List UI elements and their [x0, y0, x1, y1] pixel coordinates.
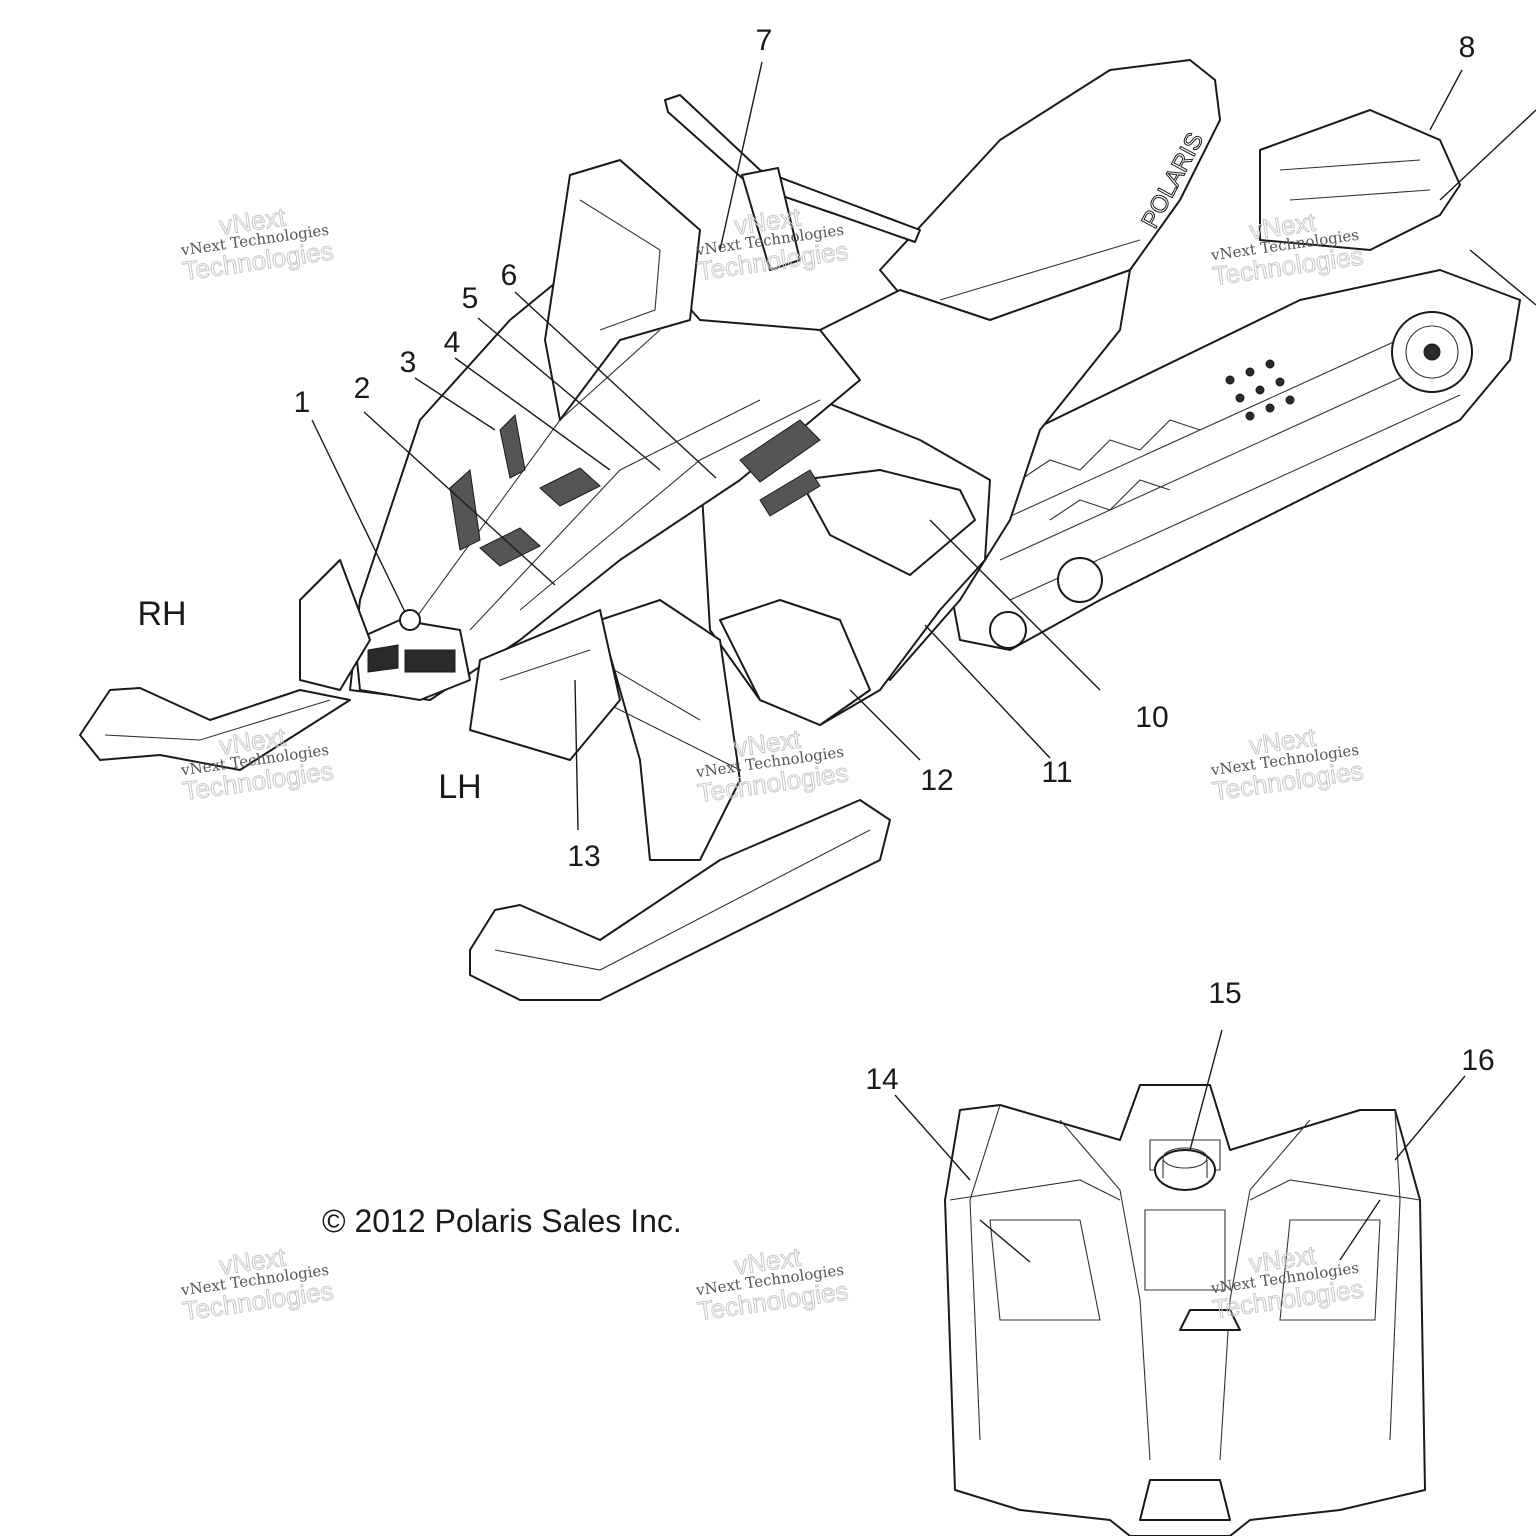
callout-13: 13 — [567, 840, 600, 873]
callout-6: 6 — [501, 259, 518, 292]
fuel-cap — [1154, 1149, 1216, 1191]
callout-7: 7 — [756, 24, 773, 57]
handlebar — [664, 94, 921, 243]
callout-1: 1 — [294, 386, 311, 419]
watermark: vNext vNext Technologies Technologies — [1209, 721, 1366, 807]
watermark: vNext vNext Technologies Technologies — [694, 1241, 851, 1327]
ski-rh — [79, 687, 351, 771]
callout-8: 8 — [1459, 31, 1476, 64]
rear-rack — [1259, 109, 1461, 251]
track-tunnel — [929, 269, 1521, 651]
callout-4: 4 — [444, 326, 461, 359]
callout-14: 14 — [865, 1063, 898, 1096]
callout-16: 16 — [1461, 1044, 1494, 1077]
copyright-text: © 2012 Polaris Sales Inc. — [322, 1203, 682, 1239]
callout-2: 2 — [354, 372, 371, 405]
callout-15: 15 — [1208, 977, 1241, 1010]
callout-12: 12 — [920, 764, 953, 797]
side-label-lh: LH — [438, 768, 481, 806]
tank-top-view — [944, 1084, 1426, 1536]
side-decal-window — [799, 469, 976, 576]
callout-10: 10 — [1135, 701, 1168, 734]
callout-5: 5 — [462, 282, 479, 315]
side-label-rh: RH — [137, 595, 186, 633]
callout-11: 11 — [1041, 756, 1072, 789]
snowmobile-illustration: POLARIS — [79, 59, 1521, 1001]
watermark: vNext vNext Technologies Technologies — [179, 1241, 336, 1327]
tank-body — [944, 1084, 1426, 1536]
callout-labels: 1 2 3 4 5 6 7 8 10 11 12 13 14 15 16 — [294, 24, 1495, 1096]
ski-lh — [469, 799, 891, 1001]
hood-emblem — [399, 609, 421, 631]
callout-3: 3 — [400, 346, 417, 379]
leader-lines — [311, 61, 1536, 1263]
watermark: vNext vNext Technologies Technologies — [179, 201, 336, 287]
